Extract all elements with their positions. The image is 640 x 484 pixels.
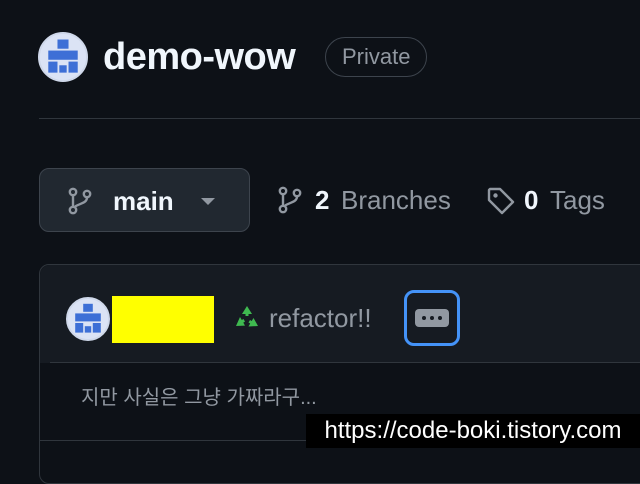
identicon-icon — [68, 299, 108, 339]
header-divider — [39, 118, 640, 119]
git-branch-icon — [68, 187, 92, 215]
commit-divider — [50, 362, 640, 363]
tags-count: 0 — [524, 185, 539, 215]
expand-commit-message-button[interactable] — [404, 290, 460, 346]
identicon-icon — [40, 34, 86, 80]
repo-owner-avatar[interactable] — [38, 32, 88, 82]
git-branch-icon — [278, 186, 302, 214]
tag-icon — [487, 187, 515, 215]
repo-name-link[interactable]: demo-wow — [103, 36, 296, 78]
branches-label: Branches — [341, 185, 451, 215]
visibility-badge: Private — [325, 37, 428, 77]
current-branch-label: main — [113, 186, 174, 216]
chevron-down-icon — [201, 198, 215, 205]
watermark-text: https://code-boki.tistory.com — [306, 414, 640, 448]
branch-selector-button[interactable]: main — [39, 168, 250, 232]
branches-count: 2 — [315, 185, 330, 215]
recycle-icon — [236, 306, 258, 327]
ellipsis-icon — [415, 309, 449, 327]
tags-label: Tags — [550, 185, 605, 215]
commit-description: 지만 사실은 그냥 가짜라구... — [81, 387, 317, 409]
redacted-author-name — [112, 296, 214, 343]
commit-author-avatar[interactable] — [66, 297, 110, 341]
commit-message-link[interactable]: refactor!! — [269, 303, 372, 333]
